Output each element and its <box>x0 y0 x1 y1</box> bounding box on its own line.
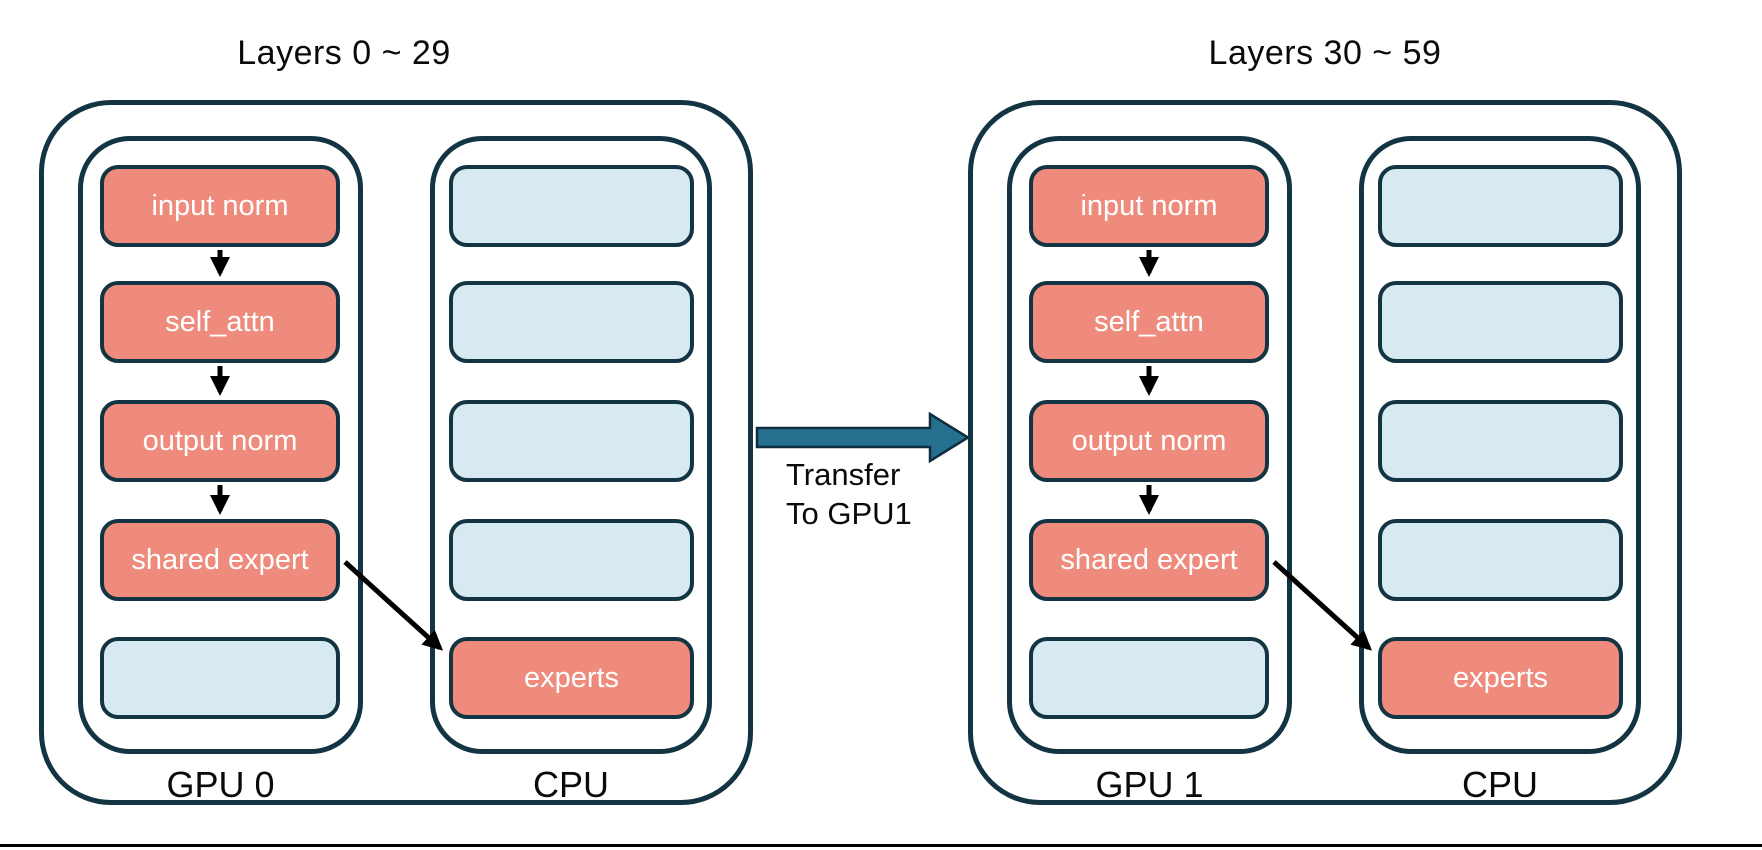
gpu1-shared-expert-box: shared expert <box>1029 519 1269 601</box>
transfer-label-line2: To GPU1 <box>786 496 912 531</box>
layer-group-0: input norm self_attn output norm shared … <box>39 100 753 805</box>
gpu0-empty-slot <box>100 637 340 719</box>
gpu1-empty-slot <box>1029 637 1269 719</box>
gpu1-column: input norm self_attn output norm shared … <box>1007 136 1292 754</box>
gpu0-output-norm-box: output norm <box>100 400 340 482</box>
gpu0-input-norm-box: input norm <box>100 165 340 247</box>
right-group-title: Layers 30 ~ 59 <box>1208 34 1442 72</box>
cpu0-column: experts <box>430 136 712 754</box>
gpu0-column: input norm self_attn output norm shared … <box>78 136 363 754</box>
cpu1-label: CPU <box>1461 764 1538 805</box>
cpu0-empty-slot-1 <box>449 165 694 247</box>
cpu0-empty-slot-4 <box>449 519 694 601</box>
gpu1-label: GPU 1 <box>1095 764 1204 805</box>
cpu1-empty-slot-1 <box>1378 165 1623 247</box>
cpu1-column: experts <box>1359 136 1641 754</box>
cpu0-empty-slot-2 <box>449 281 694 363</box>
left-group-title: Layers 0 ~ 29 <box>237 34 451 72</box>
cpu0-experts-box: experts <box>449 637 694 719</box>
cpu0-label: CPU <box>532 764 609 805</box>
transfer-label-line1: Transfer <box>786 457 901 492</box>
bottom-edge-line <box>0 844 1762 847</box>
cpu1-empty-slot-3 <box>1378 400 1623 482</box>
cpu1-empty-slot-4 <box>1378 519 1623 601</box>
cpu1-experts-box: experts <box>1378 637 1623 719</box>
layer-group-1: input norm self_attn output norm shared … <box>968 100 1682 805</box>
gpu0-self-attn-box: self_attn <box>100 281 340 363</box>
transfer-to-gpu1-label: Transfer To GPU1 <box>786 455 986 533</box>
transfer-arrow <box>755 411 971 464</box>
gpu1-self-attn-box: self_attn <box>1029 281 1269 363</box>
cpu1-empty-slot-2 <box>1378 281 1623 363</box>
gpu1-output-norm-box: output norm <box>1029 400 1269 482</box>
cpu0-empty-slot-3 <box>449 400 694 482</box>
gpu1-input-norm-box: input norm <box>1029 165 1269 247</box>
gpu0-label: GPU 0 <box>166 764 275 805</box>
gpu0-shared-expert-box: shared expert <box>100 519 340 601</box>
